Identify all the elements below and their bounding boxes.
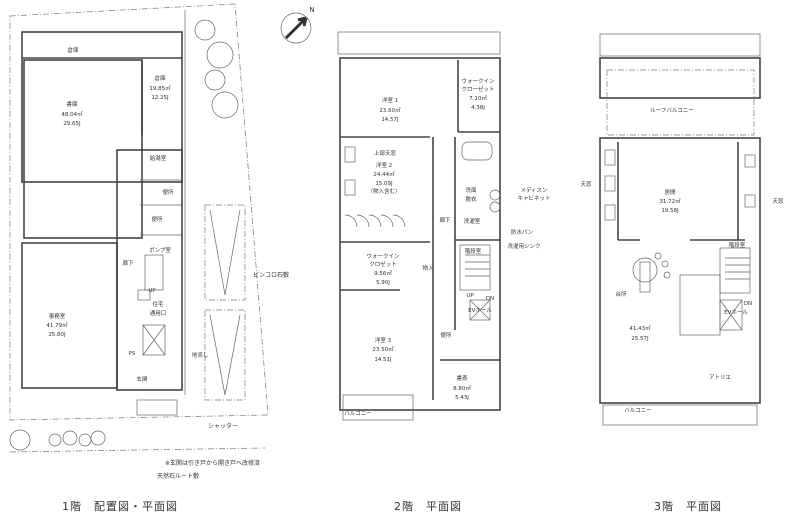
room-label: 脱衣 — [465, 195, 477, 203]
annotation: ピンコロ石敷 — [253, 271, 289, 279]
floor3-plan: ルーフバルコニー 天窓 天窓 居間 31.72㎡ 19.58J 階段室 台所 D… — [580, 33, 784, 513]
annotation: 防水パン — [511, 228, 534, 236]
room-label: 洗濯室 — [464, 217, 481, 225]
floor1-caption: 1階 配置図・平面図 — [62, 499, 178, 513]
stair-label: UP — [466, 293, 474, 299]
annotation: 天窓 — [772, 197, 784, 205]
room-label: 倉庫 — [67, 46, 79, 54]
room-area: 31.72㎡ — [659, 197, 681, 205]
room-label: 倉庫 — [154, 74, 166, 82]
room-label: 物入 — [422, 264, 434, 272]
room-tatami: 5.43J — [455, 395, 469, 401]
room-label: 玄関 — [136, 375, 148, 383]
room-label: 便所 — [151, 215, 163, 223]
room-label: クロゼット — [369, 260, 397, 268]
room-tatami: 14.51J — [374, 357, 392, 363]
room-label: EVホール — [724, 309, 748, 316]
room-label: 便所 — [440, 331, 452, 339]
annotation: シャッター — [208, 422, 238, 430]
room-area: 23.50㎡ — [372, 345, 394, 353]
stair-label: DN — [486, 296, 494, 302]
annotation: 上部天窓 — [374, 149, 397, 157]
room-label: バルコニー — [344, 410, 371, 417]
room-label: 事務室 — [49, 312, 66, 320]
annotation: 地流し — [192, 351, 209, 359]
room-tatami: 12.25J — [151, 95, 169, 101]
room-tatami: 25.57J — [631, 336, 649, 342]
room-note: （物入含む） — [367, 187, 400, 195]
annotation: キャビネット — [517, 194, 550, 202]
room-tatami: 4.38J — [471, 105, 485, 111]
room-tatami: 15.09J — [375, 181, 393, 187]
room-area: 24.44㎡ — [373, 170, 395, 178]
room-area: 41.79㎡ — [46, 321, 68, 329]
room-label: PS — [129, 351, 136, 357]
compass-label: N — [309, 6, 314, 14]
room-area: 8.80㎡ — [453, 384, 471, 392]
room-label: 住宅 — [152, 300, 164, 308]
trees-icon — [9, 19, 239, 451]
floor1-north-block — [21, 31, 183, 183]
site-boundary — [9, 3, 269, 421]
room-label: 便所 — [162, 188, 174, 196]
room-label: EVホール — [468, 307, 492, 314]
room-tatami: 5.90J — [376, 280, 390, 286]
annotation: 洗濯用シンク — [507, 242, 540, 250]
room-label: クローゼット — [461, 85, 494, 93]
room-area: 23.60㎡ — [379, 106, 401, 114]
room-label: 洋室 2 — [376, 161, 392, 169]
annotation: 天窓 — [580, 180, 592, 188]
room-tatami: 29.65J — [63, 121, 81, 127]
room-label: 階段室 — [729, 241, 746, 249]
room-label: バルコニー — [624, 407, 651, 414]
room-tatami: 19.58J — [661, 208, 679, 214]
floor2-caption: 2階 平面図 — [394, 499, 462, 513]
annotation: ※玄関は引き戸から開き戸へ改修済 — [165, 459, 260, 467]
room-label: 給湯室 — [150, 154, 167, 162]
room-area: 19.85㎡ — [149, 84, 171, 92]
floor3-caption: 3階 平面図 — [654, 499, 722, 513]
annotation: 天然石ルート敷 — [157, 472, 199, 480]
office-walls — [21, 242, 118, 389]
room-label: 居間 — [664, 189, 676, 196]
room-tatami: 25.80J — [48, 332, 66, 338]
room-area: 7.10㎡ — [469, 94, 487, 102]
floor1-plan: 倉庫 倉庫 19.85㎡ 12.25J 書庫 48.04㎡ 29.65J 給湯室… — [9, 3, 289, 513]
room-label: 書庫 — [66, 100, 78, 108]
room-label: 台所 — [615, 290, 627, 298]
room-area: 9.56㎡ — [374, 269, 392, 277]
stair-label: DN — [744, 301, 752, 307]
room-label: 書斎 — [456, 374, 468, 382]
room-area: 41.43㎡ — [629, 324, 651, 332]
room-label: アトリエ — [709, 374, 732, 381]
floor2-plan: 洋室 1 23.60㎡ 14.57J ウォークイン クローゼット 7.10㎡ 4… — [337, 31, 551, 513]
room-label: 洗面 — [465, 186, 477, 194]
annotation: メディスン — [520, 186, 548, 194]
room-label: 階段室 — [465, 247, 482, 255]
room-label: 廊下 — [122, 259, 134, 267]
room-label: ウォークイン — [461, 77, 495, 85]
room-label: ウォークイン — [366, 252, 400, 260]
room-label: 通用口 — [150, 309, 167, 317]
room-tatami: 14.57J — [381, 117, 399, 123]
room-label: 洋室 1 — [382, 96, 398, 104]
room-label: 廊下 — [439, 216, 451, 224]
north-compass-icon: N — [280, 6, 315, 44]
room-area: 48.04㎡ — [61, 110, 83, 118]
room-label: ルーフバルコニー — [650, 107, 694, 114]
room-label: 洋室 3 — [375, 336, 392, 344]
stair-label: UP — [148, 288, 156, 294]
room-label: ポンプ室 — [149, 246, 171, 254]
